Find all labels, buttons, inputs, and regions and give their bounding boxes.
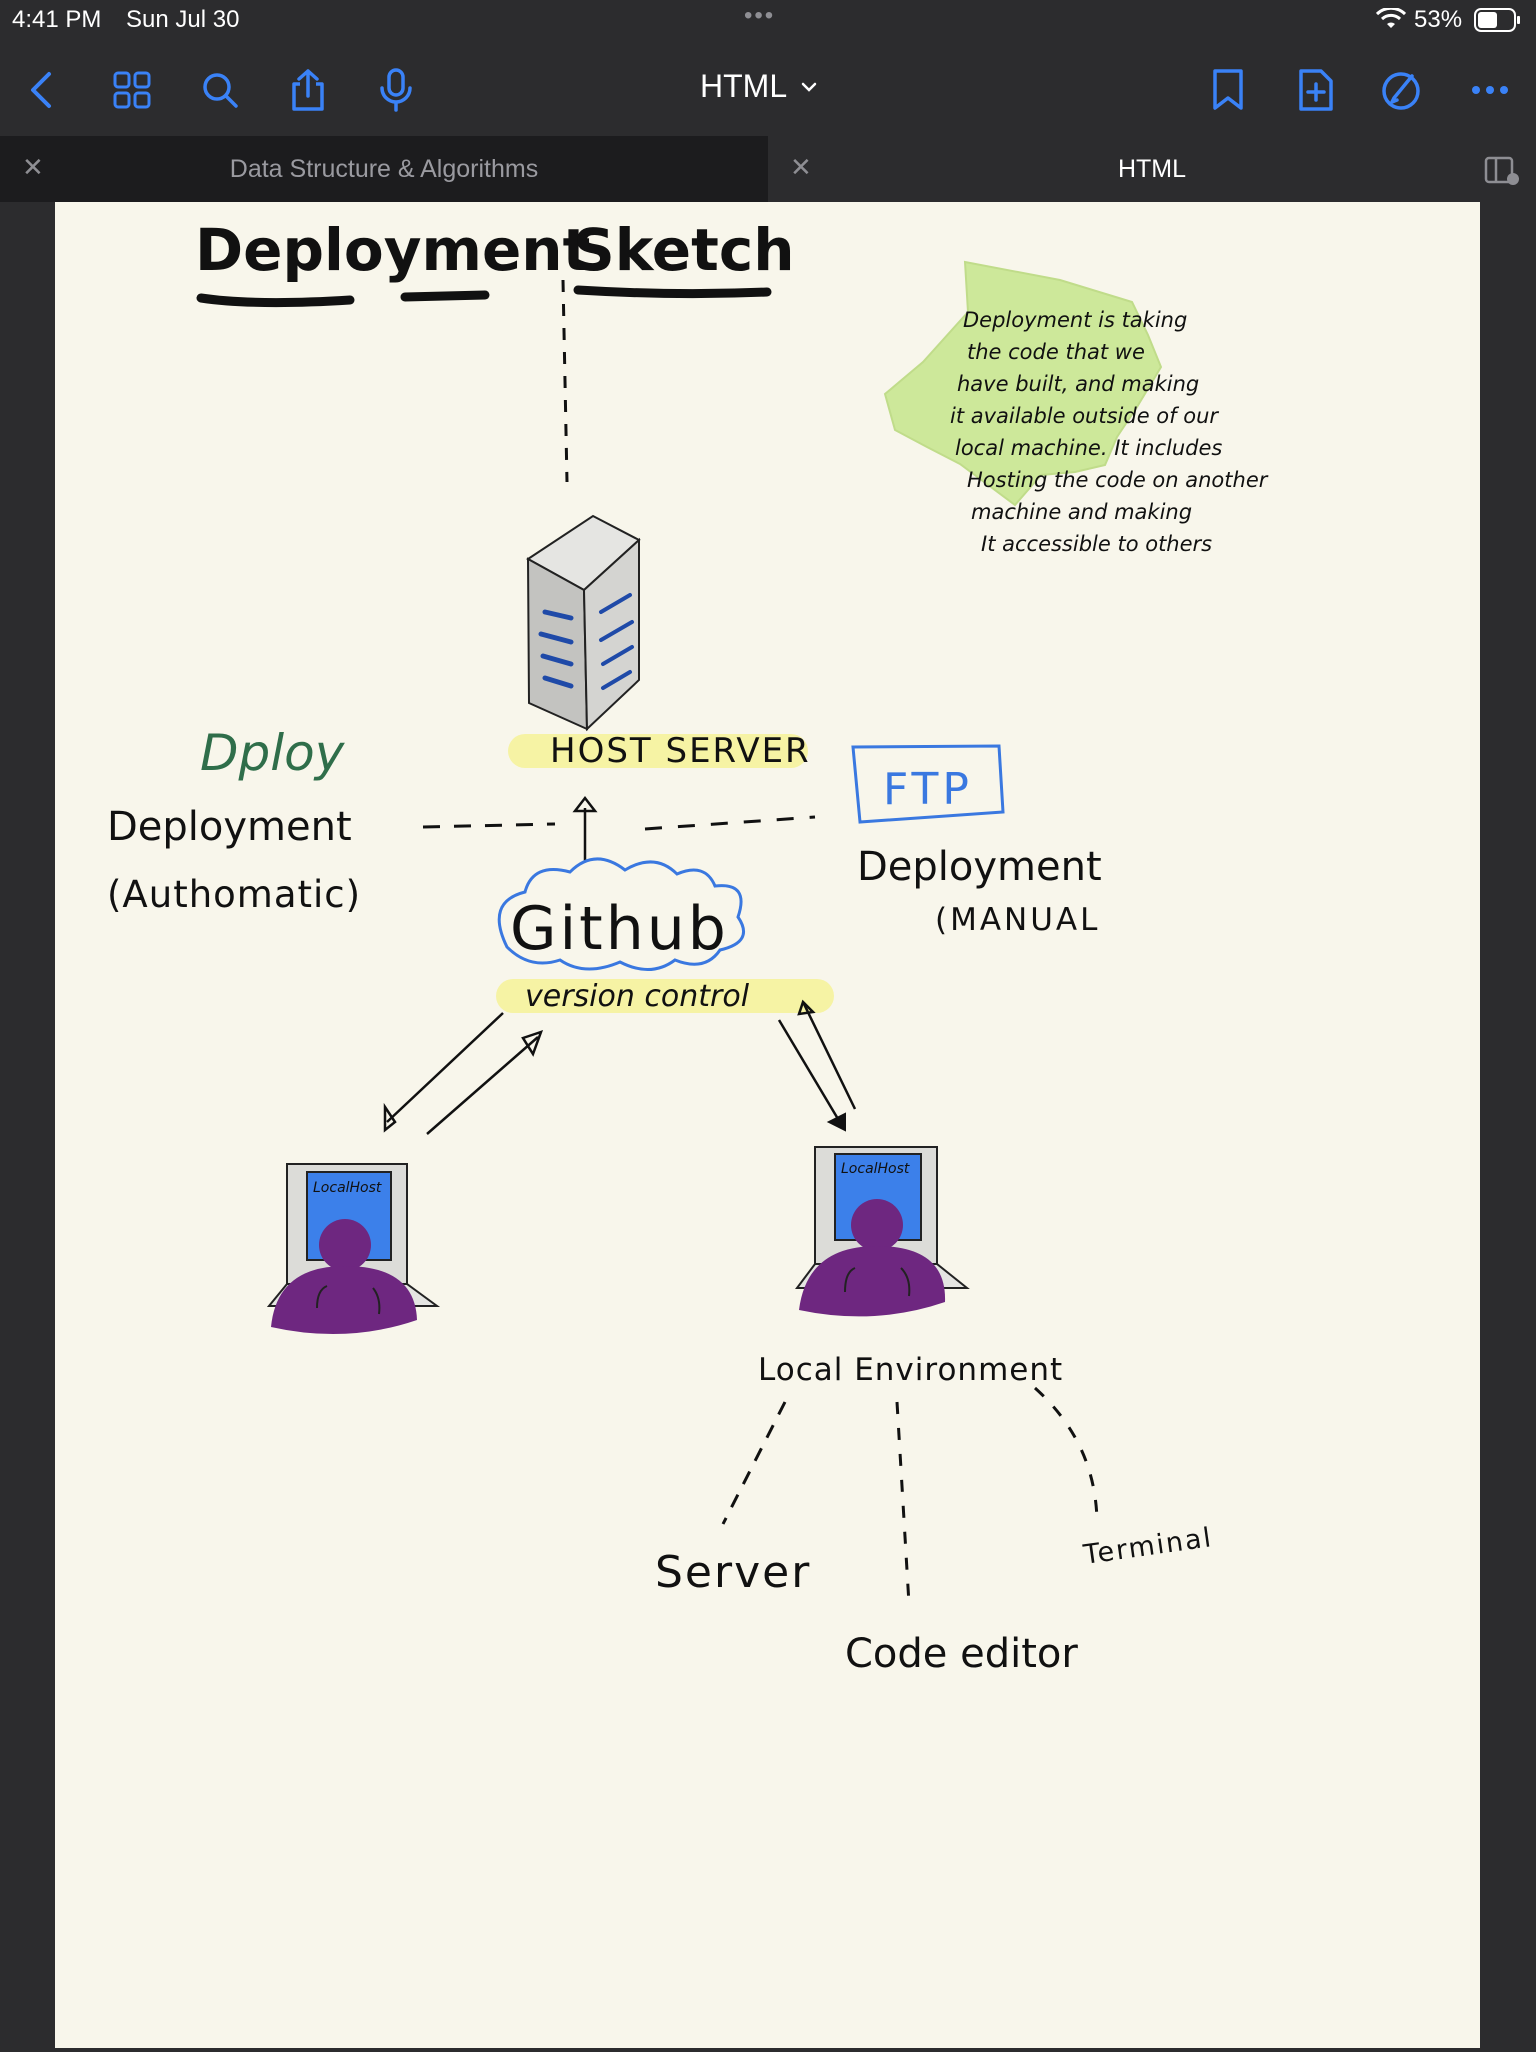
developer-right: LocalHost — [795, 1146, 970, 1317]
wifi-icon — [1376, 8, 1406, 28]
bookmark-icon[interactable] — [1204, 66, 1252, 114]
arrowhead — [521, 1029, 544, 1057]
definition-line: Deployment is taking — [963, 308, 1187, 332]
status-bar: 4:41 PM Sun Jul 30 ••• 53% — [0, 0, 1536, 40]
sketch-canvas[interactable]: Deployment Sketch Deployment is taking t… — [55, 202, 1480, 2048]
host-server-label: HOST SERVER — [550, 731, 811, 771]
definition-text: Deployment is taking the code that we ha… — [950, 308, 1269, 556]
branch-to-server — [721, 1401, 787, 1525]
definition-line: Hosting the code on another — [967, 468, 1269, 492]
tab-html[interactable]: ✕ HTML — [768, 136, 1536, 202]
arrow-to-localhost-left — [386, 1012, 504, 1123]
branch-to-terminal — [1033, 1386, 1099, 1521]
definition-line: have built, and making — [957, 372, 1199, 396]
arrowhead — [572, 795, 598, 813]
deployment-manual-label: Deployment — [857, 844, 1102, 890]
add-page-icon[interactable] — [1292, 66, 1340, 114]
status-time: 4:41 PM — [12, 6, 102, 33]
search-icon[interactable] — [196, 66, 244, 114]
arrowhead — [383, 1102, 397, 1133]
back-icon[interactable] — [18, 66, 66, 114]
version-control-label: version control — [525, 979, 750, 1014]
arrow-to-github-right — [802, 1003, 857, 1110]
tab-bar: ✕ Data Structure & Algorithms ✕ HTML — [0, 136, 1536, 202]
localhost-right-label: LocalHost — [841, 1161, 910, 1177]
host-server-highlight — [508, 734, 808, 768]
share-icon[interactable] — [284, 66, 332, 114]
definition-line: local machine. It includes — [955, 436, 1222, 460]
dotted-line — [561, 279, 569, 483]
server-icon — [526, 514, 641, 732]
multitask-dots-icon[interactable]: ••• — [744, 2, 776, 29]
definition-line: machine and making — [971, 500, 1192, 524]
close-icon[interactable]: ✕ — [790, 152, 812, 182]
battery-percent: 53% — [1414, 6, 1463, 33]
server-label: Server — [655, 1547, 811, 1598]
github-cloud — [497, 857, 745, 971]
terminal-label: Terminal — [1081, 1522, 1215, 1571]
deployment-automatic-label: Deployment — [107, 804, 352, 850]
branch-to-code-editor — [895, 1401, 911, 1605]
definition-line: it available outside of our — [950, 404, 1219, 428]
tab-label: HTML — [1117, 154, 1187, 183]
tab-label: Data Structure & Algorithms — [229, 154, 539, 183]
dploy-label: Dploy — [200, 724, 346, 782]
split-view-icon[interactable] — [1484, 156, 1520, 186]
tab-data-structures[interactable]: ✕ Data Structure & Algorithms — [0, 136, 768, 202]
dashed-connector — [422, 822, 556, 829]
sketch-title-sketch: Sketch — [573, 216, 795, 284]
chevron-down-icon — [801, 82, 817, 92]
close-icon[interactable]: ✕ — [22, 152, 44, 182]
title-underline — [400, 290, 490, 302]
code-editor-label: Code editor — [845, 1631, 1078, 1677]
github-label: Github — [510, 894, 729, 964]
ftp-label: FTP — [883, 764, 973, 815]
local-environment-label: Local Environment — [758, 1352, 1063, 1388]
definition-line: It accessible to others — [981, 532, 1212, 556]
title-underline — [573, 285, 772, 299]
dashed-connector — [644, 815, 816, 831]
automatic-label: (Authomatic) — [107, 873, 361, 916]
battery-icon — [1474, 8, 1520, 32]
document-title-menu[interactable]: HTML — [700, 68, 817, 105]
pen-icon[interactable] — [1378, 66, 1426, 114]
title-underline — [196, 293, 355, 308]
note-page[interactable]: Deployment Sketch Deployment is taking t… — [55, 202, 1480, 2048]
arrowhead — [797, 999, 816, 1016]
arrow-to-localhost-right — [777, 1019, 843, 1125]
sketch-title-deployment: Deployment — [195, 216, 590, 284]
manual-label: (MANUAL — [935, 902, 1100, 938]
definition-line: the code that we — [967, 340, 1145, 364]
grid-icon[interactable] — [108, 66, 156, 114]
document-title: HTML — [700, 68, 788, 104]
localhost-left-label: LocalHost — [313, 1180, 382, 1196]
toolbar: HTML — [0, 40, 1536, 136]
definition-note — [883, 260, 1163, 507]
status-date: Sun Jul 30 — [126, 6, 240, 33]
developer-left: LocalHost — [266, 1163, 441, 1335]
arrow-to-github-left — [426, 1036, 539, 1135]
microphone-icon[interactable] — [372, 66, 420, 114]
arrowhead — [826, 1112, 846, 1132]
ftp-box — [851, 744, 1005, 824]
version-control-highlight — [496, 979, 834, 1013]
more-icon[interactable] — [1466, 66, 1514, 114]
